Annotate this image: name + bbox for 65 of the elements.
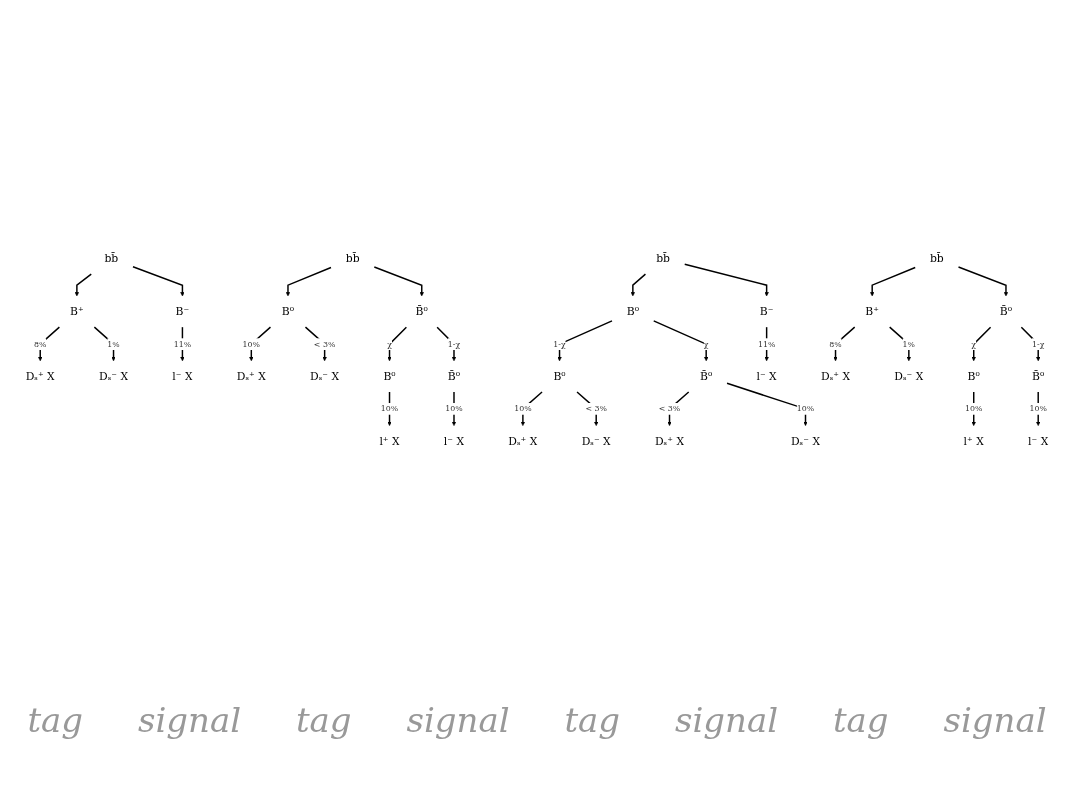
node-text: l⁺ X [963,435,984,448]
node-text: B⁻ [759,305,774,318]
node-text: Dₛ⁺ X [236,370,266,383]
node-text: Dₛ⁺ X [820,370,851,383]
node-text: B⁺ [865,305,880,318]
node-text: B̄⁰ [700,370,713,383]
arrow [957,266,1009,297]
node-text: bb̄ [345,252,360,265]
node-text: Dₛ⁻ X [581,435,611,448]
arrow [1020,326,1041,362]
node-text: B̄⁰ [999,305,1013,318]
arrow [132,266,185,297]
arrow [74,273,92,297]
arrow [373,266,424,297]
node-text: B⁺ [70,305,84,318]
node-text: B̄⁰ [447,370,461,383]
arrow [630,273,647,297]
panel-label: signal [137,700,242,740]
node-text: B̄⁰ [1032,370,1045,383]
arrow [387,326,408,362]
node-text: B⁰ [281,305,295,318]
panel-label: signal [406,700,510,740]
node-text: B⁰ [383,370,396,383]
node-text: B⁰ [553,370,566,383]
node-text: l⁻ X [1028,435,1049,448]
panel-label: signal [943,700,1047,740]
node-text: l⁻ X [756,370,777,383]
node-text: Dₛ⁺ X [25,370,55,383]
node-text: l⁻ X [172,370,193,383]
arrow [180,326,185,362]
arrow [93,326,116,362]
node-text: Dₛ⁻ X [310,370,340,383]
node-text: B̄⁰ [415,305,428,318]
node-text: l⁻ X [443,435,465,448]
panel-label: signal [674,700,779,740]
arrow [557,320,613,362]
node-text: B⁰ [967,370,980,383]
arrow [726,382,808,427]
arrow [684,263,769,297]
arrow [38,326,61,362]
panel-label: tag [27,700,84,740]
arrow [870,266,916,297]
arrow [653,320,709,362]
arrow [764,326,769,362]
node-text: bb̄ [104,252,119,265]
node-text: B⁰ [626,305,639,318]
node-text: Dₛ⁻ X [894,370,924,383]
arrow [667,391,690,427]
node-text: B⁻ [175,305,190,318]
node-text: bb̄ [656,252,671,265]
node-text: Dₛ⁺ X [654,435,685,448]
node-text: l⁺ X [379,435,400,448]
arrow [888,326,911,362]
node-text: Dₛ⁻ X [98,370,129,383]
panel-label: tag [564,700,621,740]
arrow [436,326,457,362]
arrow [304,326,327,362]
node-text: bb̄ [929,252,944,265]
arrow [971,326,992,362]
panel-label: tag [295,700,352,740]
node-text: Dₛ⁻ X [790,435,821,448]
panel-label: tag [832,700,889,740]
arrow [576,391,599,427]
arrow [285,266,332,297]
node-text: Dₛ⁺ X [508,435,538,448]
